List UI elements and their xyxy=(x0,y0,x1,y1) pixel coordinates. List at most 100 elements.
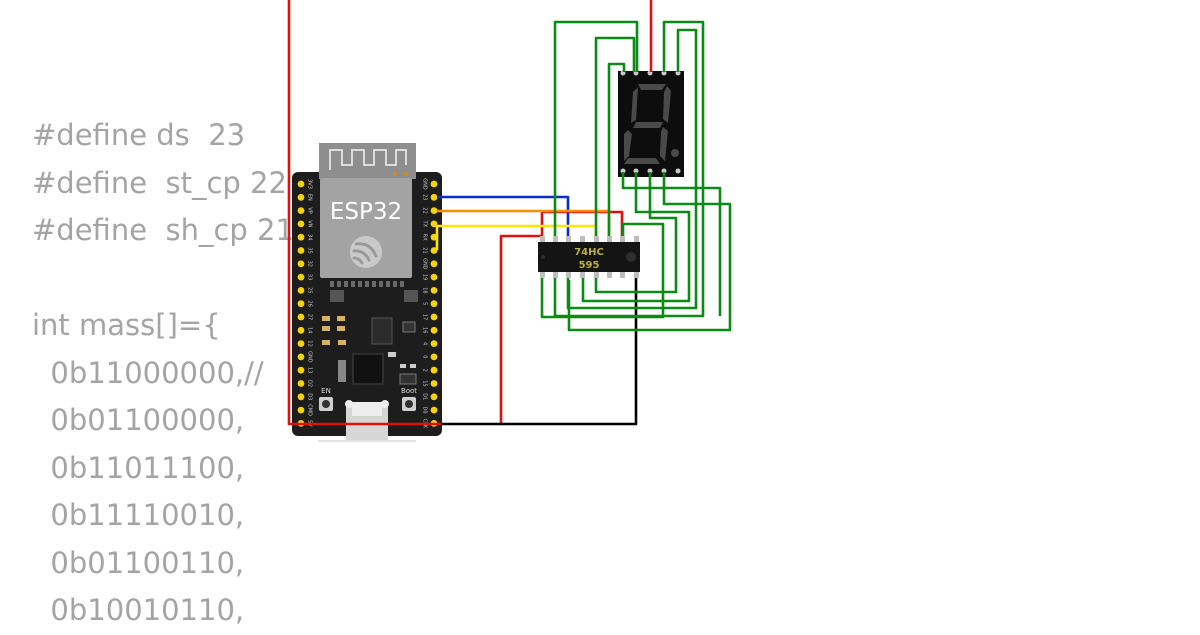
left-pin-label: VN xyxy=(307,220,313,227)
code-line: 0b10010110, xyxy=(32,593,245,627)
wire-green-seg-8[interactable] xyxy=(581,172,691,303)
left-pin-label: 13 xyxy=(307,367,313,373)
esp32-board[interactable]: ESP32 EN xyxy=(292,143,442,442)
right-pin[interactable] xyxy=(430,406,438,414)
left-pin[interactable] xyxy=(297,207,305,215)
left-pin[interactable] xyxy=(297,260,305,268)
wire-red-vcc[interactable] xyxy=(499,210,624,424)
left-pin-label: 33 xyxy=(307,274,313,280)
left-pin-label: 25 xyxy=(307,287,313,293)
right-pin[interactable] xyxy=(430,326,438,334)
left-pin[interactable] xyxy=(297,313,305,321)
wire-green-seg-2[interactable] xyxy=(594,36,636,243)
wire-red-3v3[interactable] xyxy=(287,0,441,426)
right-pin[interactable] xyxy=(430,193,438,201)
right-pin-label: GND xyxy=(422,178,428,190)
left-pin[interactable] xyxy=(297,193,305,201)
chip-label-line2: 595 xyxy=(579,260,600,271)
right-pin[interactable] xyxy=(430,260,438,268)
right-pin[interactable] xyxy=(430,393,438,401)
smd-component xyxy=(337,326,345,331)
right-pin[interactable] xyxy=(430,313,438,321)
segment-f xyxy=(631,87,638,123)
segment-b xyxy=(663,86,671,123)
wire-green-seg-9[interactable] xyxy=(594,172,678,294)
wire-green-seg-7[interactable] xyxy=(621,172,722,316)
code-line: int mass[]={ xyxy=(32,308,221,342)
wire-green-seg-4[interactable] xyxy=(553,20,705,318)
segment-c xyxy=(660,127,668,161)
left-pin[interactable] xyxy=(297,393,305,401)
module-pad-right xyxy=(404,290,418,302)
usb-uart-chip xyxy=(352,353,384,385)
smd-component xyxy=(399,373,417,385)
left-pin[interactable] xyxy=(297,340,305,347)
right-pin-label: 15 xyxy=(422,380,428,386)
code-line: 0b11110010, xyxy=(32,498,245,532)
right-pin-label: 16 xyxy=(422,327,428,333)
right-pin[interactable] xyxy=(430,207,438,215)
wire-green-seg-3[interactable] xyxy=(607,62,626,243)
smd-component xyxy=(322,316,330,321)
left-pin-label: 26 xyxy=(307,301,313,307)
left-pin[interactable] xyxy=(297,366,305,374)
wire-green-seg-6[interactable] xyxy=(567,172,732,332)
antenna-trace xyxy=(329,149,407,170)
left-pin-label: VP xyxy=(307,207,313,213)
code-line: 0b11000000,// xyxy=(32,355,264,390)
left-pin-label: D3 xyxy=(307,393,313,400)
right-pin-label: 18 xyxy=(422,287,428,293)
wire-green-seg-10[interactable] xyxy=(540,222,665,319)
left-pin[interactable] xyxy=(297,273,305,281)
module-pad-left xyxy=(330,290,344,302)
left-pin-label: 34 xyxy=(307,234,313,240)
espressif-logo-icon xyxy=(350,236,382,268)
smd-component xyxy=(338,360,346,382)
right-pin-label: D1 xyxy=(422,393,428,400)
left-pin[interactable] xyxy=(297,380,305,387)
right-pin[interactable] xyxy=(430,340,438,347)
right-pin-label: 4 xyxy=(422,342,428,345)
left-pin[interactable] xyxy=(297,300,305,308)
boot-label: Boot xyxy=(401,387,417,395)
voltage-regulator xyxy=(371,317,393,345)
left-pin[interactable] xyxy=(297,326,305,334)
right-pin[interactable] xyxy=(430,180,438,188)
right-pin[interactable] xyxy=(430,220,438,228)
seven-segment-display[interactable] xyxy=(618,70,684,178)
segment-a xyxy=(638,84,666,90)
code-line: 0b01100000, xyxy=(32,403,245,437)
wire-black-gnd[interactable] xyxy=(441,257,638,426)
right-pin[interactable] xyxy=(430,366,438,374)
right-pin-label: GND xyxy=(422,258,428,270)
code-line: #define st_cp 22 xyxy=(32,165,287,200)
left-pin[interactable] xyxy=(297,287,305,294)
smd-component xyxy=(388,352,396,357)
right-pin[interactable] xyxy=(430,287,438,294)
right-pin[interactable] xyxy=(430,273,438,281)
esp32-module-shield xyxy=(320,178,412,278)
right-pin-label: 21 xyxy=(422,247,428,253)
esp32-left-pin-header: 3V3ENVPVN343532332526271412GND13D2D3CMD5… xyxy=(297,179,313,427)
left-pin[interactable] xyxy=(297,220,305,228)
right-pin[interactable] xyxy=(430,300,438,308)
left-pin[interactable] xyxy=(297,406,305,414)
shift-register-74hc595[interactable]: 74HC 595 xyxy=(538,236,640,278)
chip-pin1-dot xyxy=(541,255,545,259)
code-editor-text: #define ds 23#define st_cp 22#define sh_… xyxy=(32,112,294,635)
right-pin-label: 22 xyxy=(422,207,428,213)
right-pin[interactable] xyxy=(430,353,438,361)
micro-usb-inner xyxy=(352,402,382,416)
right-pin[interactable] xyxy=(430,380,438,387)
left-pin[interactable] xyxy=(297,247,305,254)
right-pin-label: 0 xyxy=(422,355,428,358)
left-pin[interactable] xyxy=(297,353,305,361)
smd-component xyxy=(410,364,416,368)
wire-green-seg-1[interactable] xyxy=(553,20,639,243)
left-pin-label: CMD xyxy=(307,404,313,416)
left-pin-label: GND xyxy=(307,351,313,363)
left-pin[interactable] xyxy=(297,180,305,188)
left-pin[interactable] xyxy=(297,233,305,241)
left-pin-label: 14 xyxy=(307,327,313,333)
wire-blue-ds[interactable] xyxy=(437,195,570,243)
